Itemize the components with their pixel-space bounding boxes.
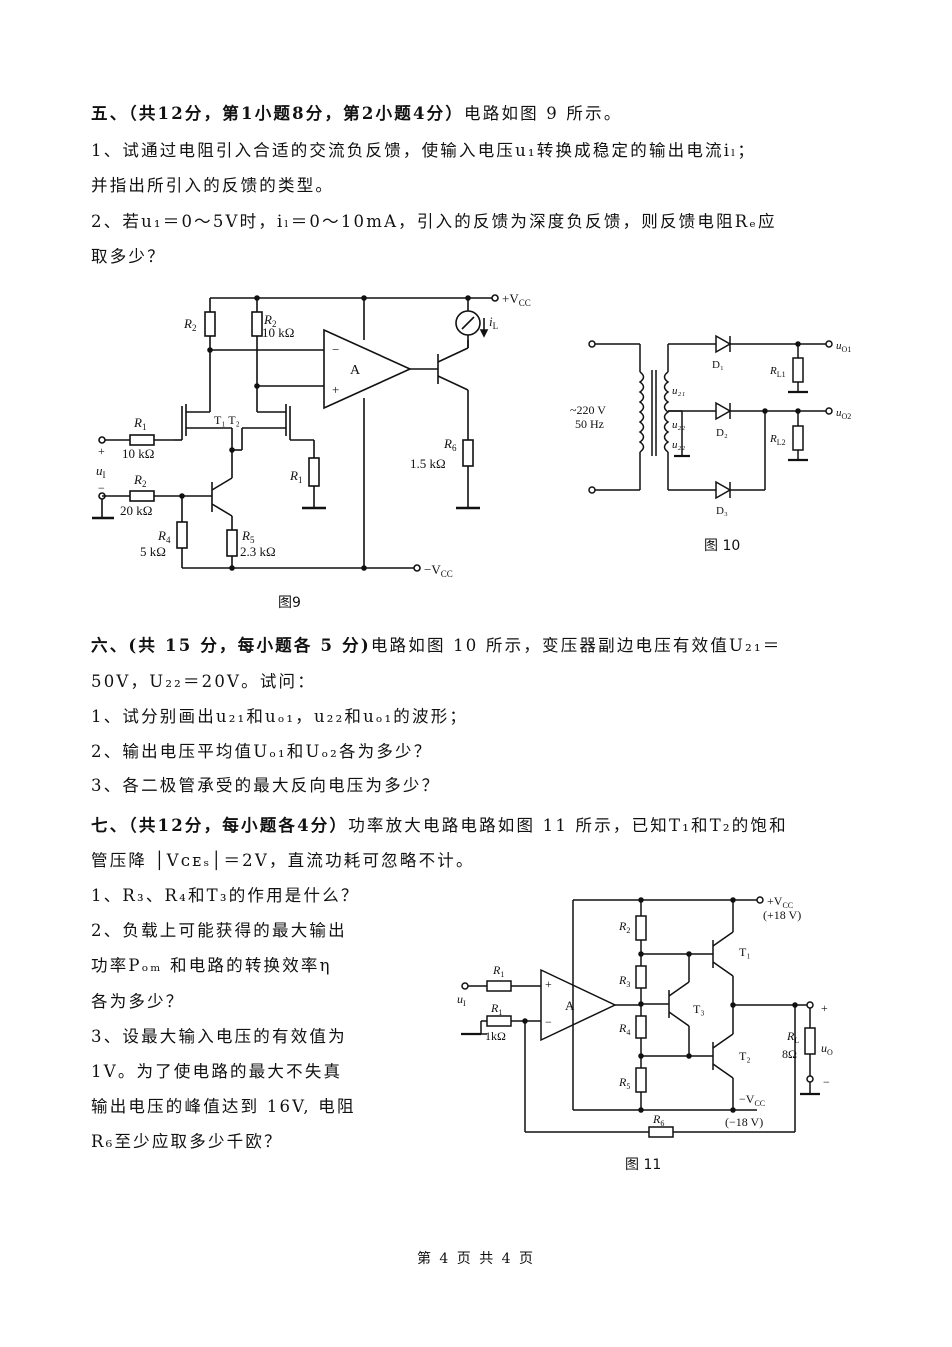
svg-text:RL: RL xyxy=(786,1029,799,1045)
svg-text:R6: R6 xyxy=(443,436,457,453)
svg-text:D₂: D₂ xyxy=(716,427,728,439)
q5-heading-tail: 电路如图 9 所示。 xyxy=(464,104,623,123)
svg-text:10 kΩ: 10 kΩ xyxy=(262,325,294,340)
svg-text:−VCC: −VCC xyxy=(424,562,453,579)
svg-text:R5: R5 xyxy=(618,1075,630,1091)
q7-heading-line: 七、（共12分，每小题各4分）功率放大电路电路如图 11 所示，已知T₁和T₂的… xyxy=(91,812,788,836)
svg-text:R1: R1 xyxy=(492,963,504,979)
q5-heading: 五、（共12分，第1小题8分，第2小题4分） xyxy=(91,104,465,123)
q5-heading-line: 五、（共12分，第1小题8分，第2小题4分）电路如图 9 所示。 xyxy=(91,100,623,124)
q5-line-3: 2、若u₁＝0～5V时，iₗ＝0～10mA，引入的反馈为深度负反馈，则反馈电阻R… xyxy=(91,212,777,231)
q7-line-9: R₆至少应取多少千欧？ xyxy=(91,1132,283,1151)
svg-text:R1: R1 xyxy=(133,415,146,432)
svg-text:(+18 V): (+18 V) xyxy=(763,908,801,922)
figure-11-circuit: +VCC (+18 V) R2 R3 R4 R5 −VCC (−18 V) A … xyxy=(457,894,833,1138)
svg-text:T₃: T₃ xyxy=(693,1002,705,1016)
svg-text:2.3 kΩ: 2.3 kΩ xyxy=(240,544,276,559)
svg-text:T₁ T₂: T₁ T₂ xyxy=(214,413,240,427)
svg-text:−: − xyxy=(98,481,105,495)
svg-text:T₂: T₂ xyxy=(739,1049,751,1063)
svg-text:D₃: D₃ xyxy=(716,505,728,517)
q7-line-1: 管压降 │Vᴄᴇₛ│＝2V，直流功耗可忽略不计。 xyxy=(91,851,475,870)
svg-text:+: + xyxy=(821,1001,828,1015)
svg-text:T₁: T₁ xyxy=(739,945,751,959)
svg-text:iL: iL xyxy=(489,314,498,331)
svg-text:1.5 kΩ: 1.5 kΩ xyxy=(410,456,446,471)
q6-line-2: 1、试分别画出u₂₁和uₒ₁，u₂₂和uₒ₁的波形； xyxy=(91,707,469,726)
svg-text:−: − xyxy=(823,1075,830,1089)
svg-text:RL2: RL2 xyxy=(769,433,786,447)
svg-text:R5: R5 xyxy=(241,528,255,545)
q5-line-1: 1、试通过电阻引入合适的交流负反馈，使输入电压u₁转换成稳定的输出电流iₗ； xyxy=(91,141,757,160)
figure-9-circuit: +VCC R2 R2 10 kΩ A − + iL R6 1.5 kΩ xyxy=(92,291,531,579)
figure-10-circuit: ~220 V 50 Hz u₂₁ u₂₂ u₂₂ D₁ uO1 RL1 D₂ u… xyxy=(570,334,851,517)
page-footer: 第 4 页 共 4 页 xyxy=(416,1251,536,1267)
svg-text:uO: uO xyxy=(821,1041,833,1057)
svg-text:−: − xyxy=(332,342,339,357)
svg-text:D₁: D₁ xyxy=(712,359,724,371)
figure-10-caption: 图 10 xyxy=(704,538,741,554)
svg-text:+VCC: +VCC xyxy=(502,291,531,308)
q5-line-4: 取多少？ xyxy=(91,247,166,266)
svg-text:R2: R2 xyxy=(263,312,276,329)
q7-line-4: 功率Pₒₘ 和电路的转换效率η xyxy=(91,956,332,975)
svg-text:1kΩ: 1kΩ xyxy=(485,1029,506,1043)
q6-heading: 六、(共 15 分，每小题各 5 分) xyxy=(91,636,371,655)
svg-text:u₂₂: u₂₂ xyxy=(672,439,685,451)
svg-text:(−18 V): (−18 V) xyxy=(725,1115,763,1129)
svg-text:R1: R1 xyxy=(289,468,302,485)
q7-line-8: 输出电压的峰值达到 16V, 电阻 xyxy=(91,1097,356,1116)
svg-text:~220 V: ~220 V xyxy=(570,403,606,417)
svg-text:uO1: uO1 xyxy=(836,340,851,354)
q6-heading-tail: 电路如图 10 所示，变压器副边电压有效值U₂₁＝ xyxy=(370,636,782,655)
svg-text:+: + xyxy=(332,382,339,397)
svg-text:+: + xyxy=(98,444,105,458)
svg-text:RL1: RL1 xyxy=(769,365,786,379)
q7-line-3: 2、负载上可能获得的最大输出 xyxy=(91,921,347,940)
svg-text:20 kΩ: 20 kΩ xyxy=(120,503,152,518)
figure-11-caption: 图 11 xyxy=(625,1157,662,1173)
svg-text:R6: R6 xyxy=(652,1112,664,1128)
figure-9-caption: 图9 xyxy=(278,595,301,611)
svg-text:−VCC: −VCC xyxy=(739,1092,765,1108)
svg-text:uI: uI xyxy=(457,992,466,1008)
q7-line-7: 1V。为了使电路的最大不失真 xyxy=(91,1062,343,1081)
q6-line-1: 50V，U₂₂＝20V。试问： xyxy=(91,672,316,691)
svg-text:u₂₁: u₂₁ xyxy=(672,385,685,397)
q7-line-5: 各为多少？ xyxy=(91,992,185,1011)
svg-text:A: A xyxy=(565,998,575,1013)
svg-text:R4: R4 xyxy=(618,1021,630,1037)
svg-text:R2: R2 xyxy=(133,472,146,489)
svg-text:50 Hz: 50 Hz xyxy=(575,417,604,431)
svg-text:R1: R1 xyxy=(490,1001,502,1017)
svg-text:5 kΩ: 5 kΩ xyxy=(140,544,166,559)
svg-text:+: + xyxy=(545,977,552,991)
svg-text:uI: uI xyxy=(96,463,106,480)
q7-heading: 七、（共12分，每小题各4分） xyxy=(91,816,349,835)
svg-text:R4: R4 xyxy=(157,528,171,545)
svg-text:R2: R2 xyxy=(183,316,196,333)
svg-text:+VCC: +VCC xyxy=(767,894,793,910)
svg-text:8Ω: 8Ω xyxy=(782,1047,797,1061)
svg-text:A: A xyxy=(350,363,361,378)
svg-text:10 kΩ: 10 kΩ xyxy=(122,446,154,461)
q7-heading-tail: 功率放大电路电路如图 11 所示，已知T₁和T₂的饱和 xyxy=(348,816,788,835)
svg-text:u₂₂: u₂₂ xyxy=(672,419,685,431)
q6-line-4: 3、各二极管承受的最大反向电压为多少？ xyxy=(91,776,441,795)
q6-heading-line: 六、(共 15 分，每小题各 5 分)电路如图 10 所示，变压器副边电压有效值… xyxy=(91,632,781,656)
svg-text:R3: R3 xyxy=(618,973,630,989)
q7-line-2: 1、R₃、R₄和T₃的作用是什么？ xyxy=(91,886,360,905)
q7-line-6: 3、设最大输入电压的有效值为 xyxy=(91,1027,347,1046)
svg-text:uO2: uO2 xyxy=(836,407,851,421)
q6-line-3: 2、输出电压平均值Uₒ₁和Uₒ₂各为多少？ xyxy=(91,742,433,761)
q5-line-2: 并指出所引入的反馈的类型。 xyxy=(91,176,335,195)
svg-text:−: − xyxy=(545,1015,552,1029)
svg-text:R2: R2 xyxy=(618,919,630,935)
